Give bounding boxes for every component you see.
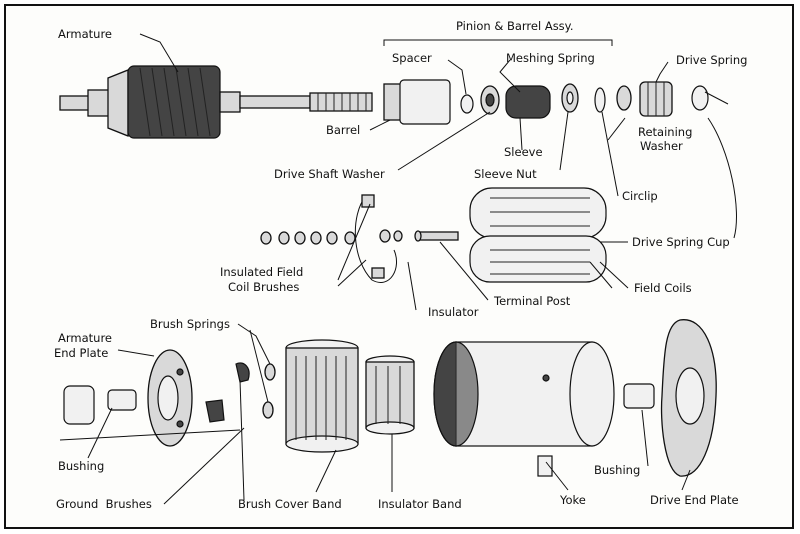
field-coils-drawing <box>469 187 607 283</box>
label-bushing-right: Bushing <box>594 463 640 477</box>
label-retaining-washer-line2: Washer <box>640 139 683 153</box>
pinion-assy-bracket <box>383 39 613 46</box>
label-circlip: Circlip <box>622 189 658 203</box>
label-sleeve: Sleeve <box>504 145 543 159</box>
label-drive-spring-cup: Drive Spring Cup <box>632 235 730 249</box>
small-washers <box>260 231 356 245</box>
label-ground-brushes: Ground Brushes <box>56 497 152 511</box>
label-barrel: Barrel <box>326 123 360 137</box>
yoke-drawing <box>433 341 615 477</box>
label-brush-cover-band: Brush Cover Band <box>238 497 342 511</box>
label-field-coils: Field Coils <box>634 281 692 295</box>
label-insulator: Insulator <box>428 305 479 319</box>
drive-end-plate-drawing <box>623 319 717 477</box>
label-armature-end-plate-line2: End Plate <box>54 346 108 360</box>
label-drive-end-plate: Drive End Plate <box>650 493 739 507</box>
label-insulated-field-line1: Insulated Field <box>220 265 303 279</box>
insulator-band-drawing <box>365 355 415 435</box>
pinion-barrel-parts <box>383 79 729 125</box>
label-meshing-spring: Meshing Spring <box>506 51 595 65</box>
armature-drawing <box>59 65 373 139</box>
label-pinion-barrel-assy: Pinion & Barrel Assy. <box>456 19 574 33</box>
label-insulated-field-line2: Coil Brushes <box>228 280 299 294</box>
field-brush-assembly <box>354 194 403 283</box>
label-sleeve-nut: Sleeve Nut <box>474 167 537 181</box>
label-terminal-post: Terminal Post <box>493 294 571 308</box>
label-brush-springs: Brush Springs <box>150 317 230 331</box>
label-spacer: Spacer <box>392 51 432 65</box>
label-insulator-band: Insulator Band <box>378 497 462 511</box>
label-bushing-left: Bushing <box>58 459 104 473</box>
bushing-left-drawing <box>59 385 241 441</box>
armature-end-plate-drawing <box>147 349 193 447</box>
label-yoke: Yoke <box>559 493 586 507</box>
label-retaining-washer-line1: Retaining <box>638 125 692 139</box>
brush-cover-band-drawing <box>285 339 359 453</box>
leader-lines <box>87 33 737 505</box>
label-drive-spring: Drive Spring <box>676 53 747 67</box>
label-armature: Armature <box>58 27 112 41</box>
brushes-springs-drawing <box>205 362 276 423</box>
label-drive-shaft-washer: Drive Shaft Washer <box>274 167 385 181</box>
terminal-post-drawing <box>414 230 459 242</box>
label-armature-end-plate-line1: Armature <box>58 331 112 345</box>
